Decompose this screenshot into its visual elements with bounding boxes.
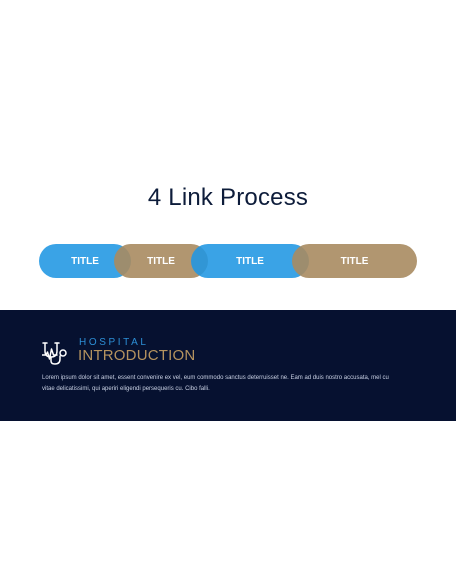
brand-top: HOSPITAL bbox=[79, 337, 149, 348]
step-label: TITLE bbox=[147, 255, 175, 267]
process-step-4: TITLE bbox=[292, 244, 417, 278]
step-label: TITLE bbox=[340, 255, 369, 267]
step-label: TITLE bbox=[71, 255, 99, 267]
step-label: TITLE bbox=[236, 255, 264, 267]
brand-bottom: INTRODUCTION bbox=[78, 347, 196, 364]
hospital-footer: HOSPITAL INTRODUCTION Lorem ipsum dolor … bbox=[0, 310, 456, 421]
stethoscope-icon bbox=[41, 338, 70, 366]
process-step-3: TITLE bbox=[191, 244, 309, 278]
footer-description: Lorem ipsum dolor sit amet, essent conve… bbox=[42, 375, 389, 392]
slide-title: 4 Link Process bbox=[147, 184, 309, 211]
